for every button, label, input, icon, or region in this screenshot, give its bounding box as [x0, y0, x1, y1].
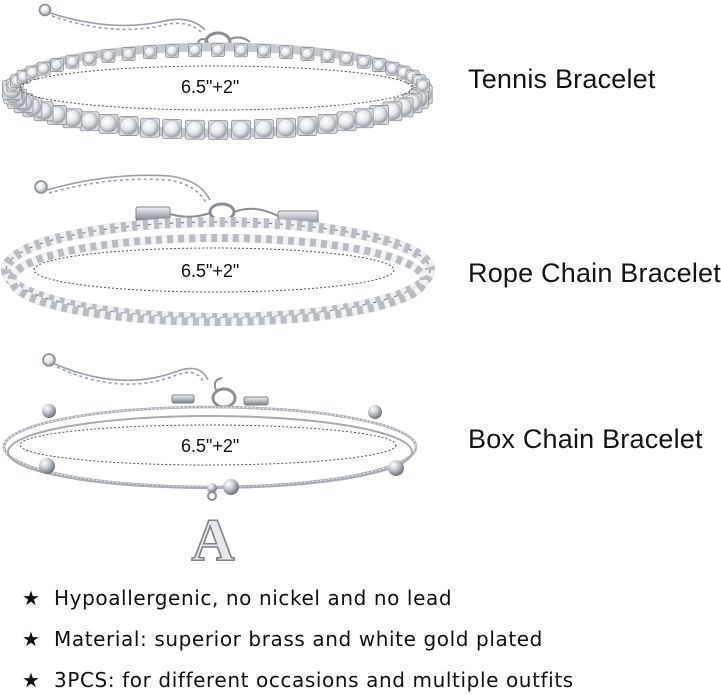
rope-chain-bracelet-name: Rope Chain Bracelet [468, 258, 721, 288]
gem-stone [80, 112, 99, 131]
gem-stone [373, 59, 385, 71]
gem-stone [321, 50, 334, 62]
gem-stone [144, 46, 156, 59]
gem-stone [212, 44, 224, 56]
pendant-letter: A [191, 507, 234, 573]
gem-stone [122, 48, 135, 60]
gem-stone [301, 48, 314, 60]
feature-item: ★ Hypoallergenic, no nickel and no lead [22, 586, 452, 610]
gem-stone [298, 117, 317, 135]
rope-chain-bracelet [1, 174, 435, 326]
gem-stone [119, 117, 138, 135]
gem-stone [51, 59, 63, 71]
box-extender-chain [42, 353, 209, 385]
box-chain-bracelet: A [2, 353, 418, 574]
gem-stone [357, 55, 370, 68]
gem-stone [232, 120, 250, 139]
tennis-bracelet [2, 3, 433, 140]
box-end-cap-left [171, 394, 195, 404]
gem-stone [37, 62, 50, 75]
bead [207, 483, 217, 493]
tennis-gems [2, 43, 433, 140]
box-end-cap-right [243, 396, 269, 406]
box-size-label: 6.5"+2" [181, 436, 240, 456]
bead [223, 479, 239, 495]
feature-text: Hypoallergenic, no nickel and no lead [54, 586, 453, 610]
gem-stone [99, 115, 118, 133]
bead [368, 405, 382, 419]
feature-item: ★ Material: superior brass and white gol… [22, 627, 543, 651]
gem-stone [141, 118, 159, 137]
gem-stone [163, 120, 181, 138]
feature-item: ★ 3PCS: for different occasions and mult… [22, 668, 574, 692]
star-icon: ★ [22, 586, 41, 610]
gem-stone [258, 45, 270, 57]
bead [388, 460, 404, 476]
gem-stone [386, 62, 399, 75]
gem-stone [166, 45, 178, 57]
gem-stone [277, 118, 295, 137]
gem-stone [235, 44, 247, 57]
gem-stone [318, 115, 337, 133]
rope-extender-chain [34, 174, 211, 204]
gem-stone [340, 52, 353, 65]
gem-stone [83, 52, 96, 65]
tennis-size-label: 6.5"+2" [181, 77, 240, 97]
rope-size-label: 6.5"+2" [181, 261, 240, 281]
gem-stone [102, 50, 115, 62]
bead [39, 458, 55, 474]
star-icon: ★ [22, 627, 41, 651]
gem-stone [354, 109, 373, 128]
gem-stone [209, 121, 227, 139]
gem-stone [255, 120, 273, 138]
gem-stone [416, 79, 429, 92]
gem-stone [189, 44, 201, 57]
bead [42, 404, 56, 418]
star-icon: ★ [22, 668, 41, 692]
feature-text: 3PCS: for different occasions and multip… [54, 668, 574, 692]
gem-stone [66, 55, 79, 68]
gem-stone [280, 46, 292, 59]
feature-text: Material: superior brass and white gold … [54, 627, 543, 651]
gem-stone [186, 120, 204, 139]
box-clasp [211, 377, 237, 409]
tennis-bracelet-name: Tennis Bracelet [468, 64, 656, 94]
box-chain-bracelet-name: Box Chain Bracelet [468, 424, 703, 454]
gem-stone [337, 112, 356, 131]
tennis-extender-chain [38, 3, 206, 35]
gem-stone [26, 66, 39, 79]
